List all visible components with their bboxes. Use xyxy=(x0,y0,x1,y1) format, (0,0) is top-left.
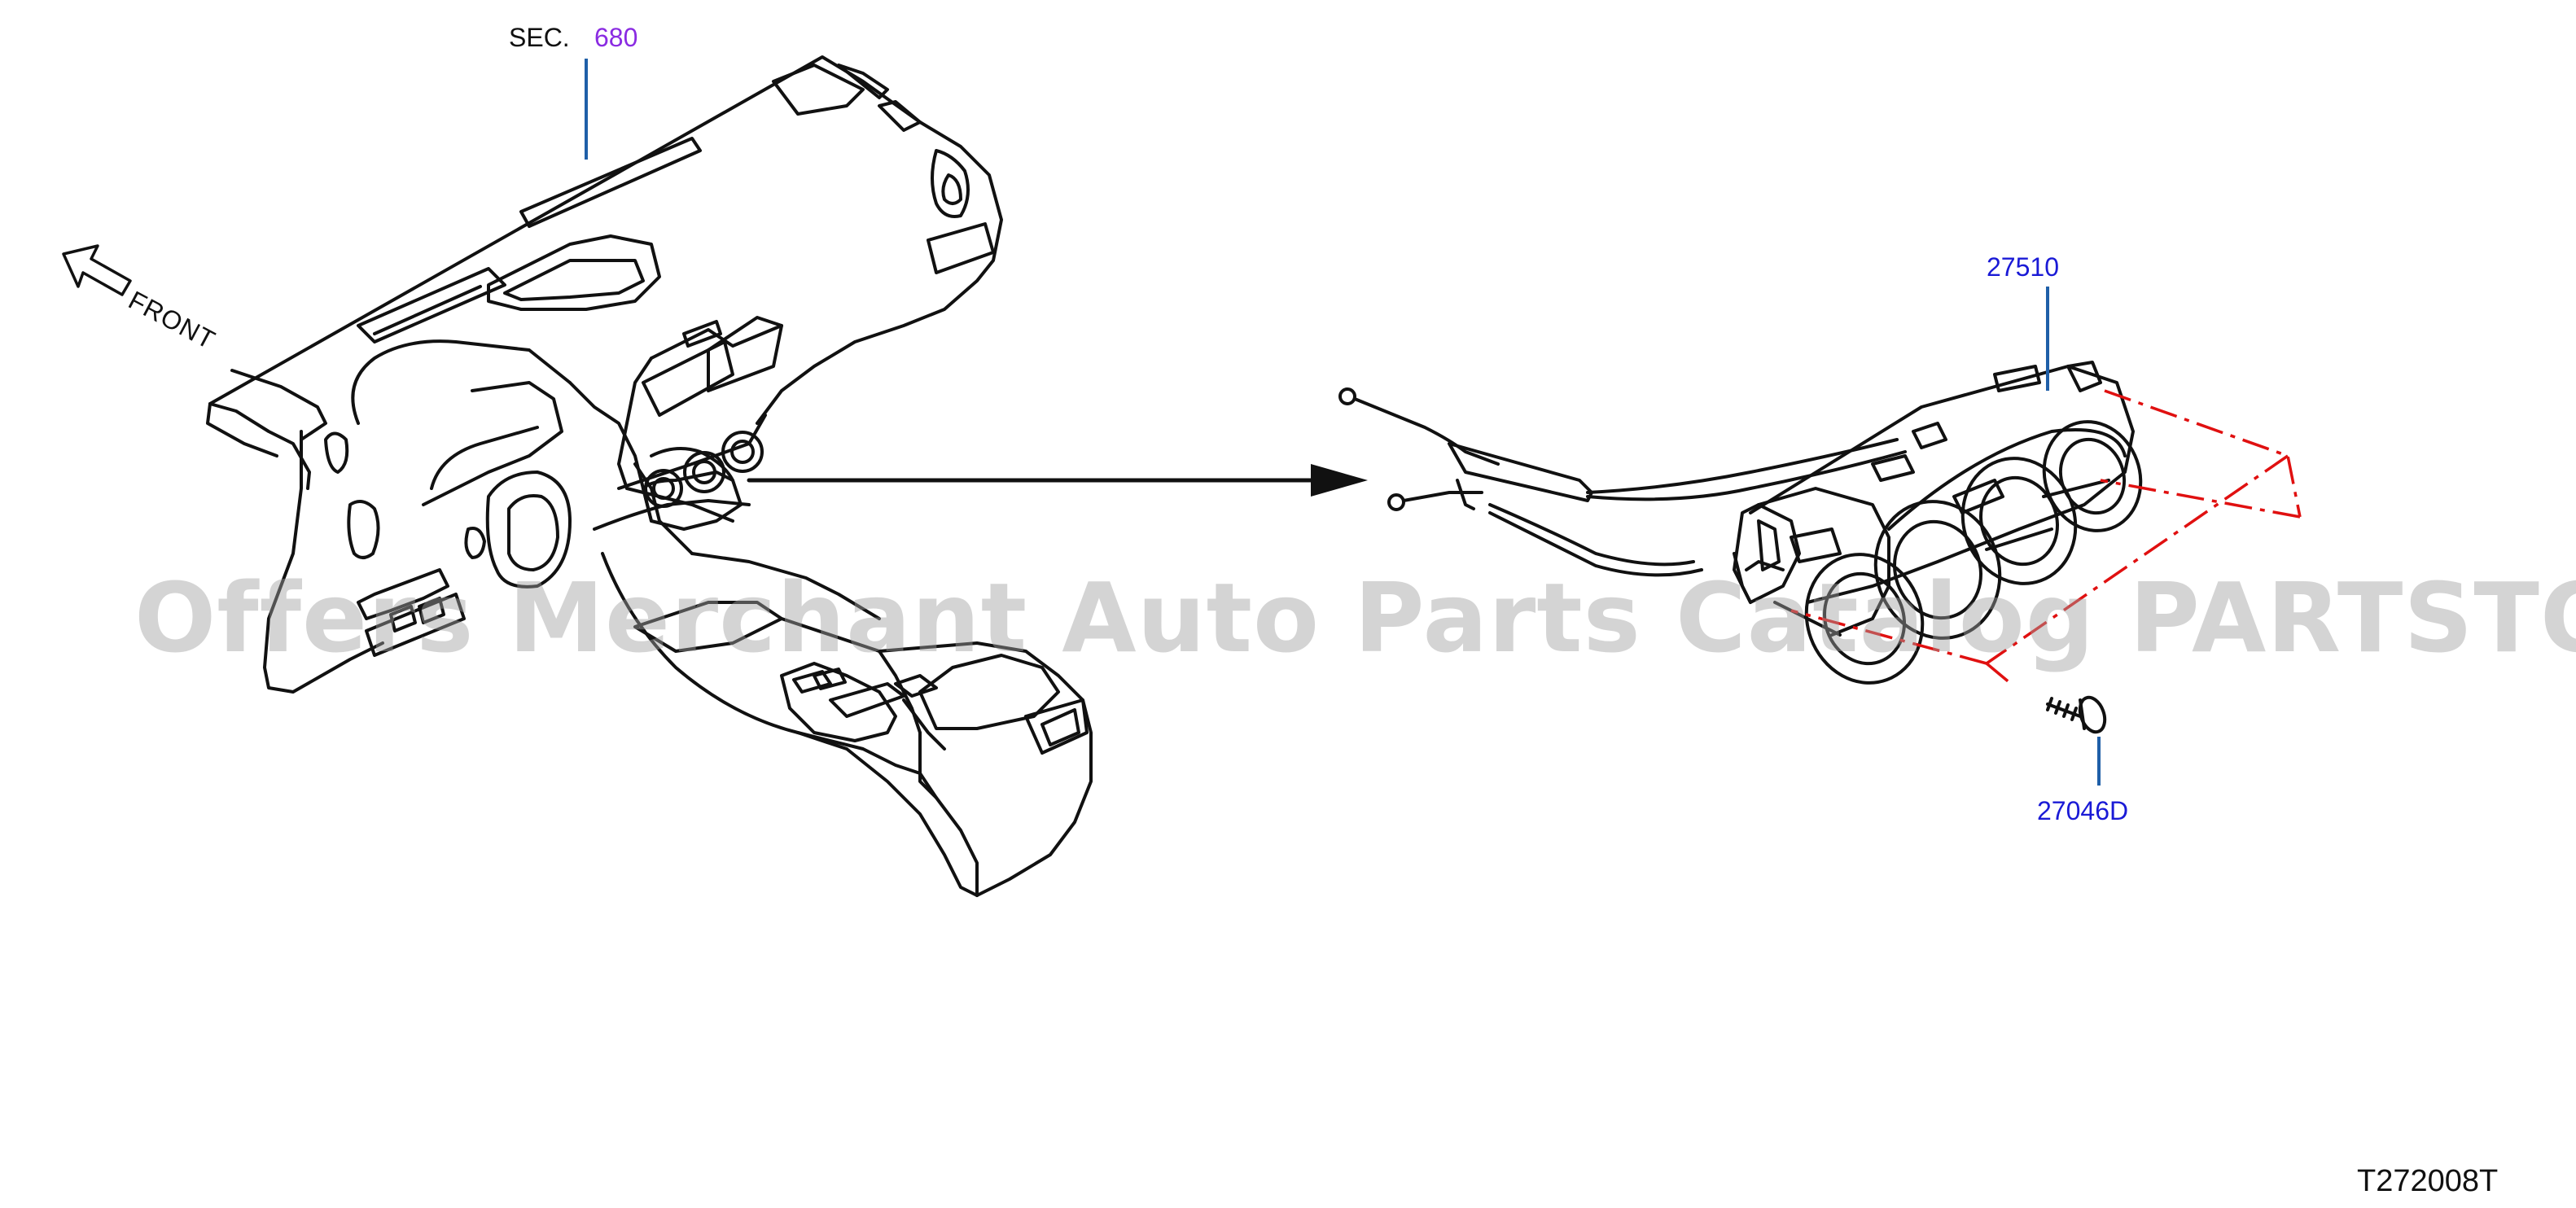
front-direction-arrow xyxy=(62,244,132,296)
heater-control-assembly-drawing xyxy=(1338,361,2143,685)
screw-drawing xyxy=(2046,695,2107,734)
callout-leader-lines xyxy=(585,59,2101,786)
section-reference-prefix: SEC. xyxy=(509,23,570,52)
detail-pointer-arrow xyxy=(747,464,1368,497)
callout-27046d[interactable]: 27046D xyxy=(2037,796,2129,825)
watermark-text: Offers Merchant Auto Parts Catalog PARTS… xyxy=(134,562,2576,674)
callout-27510[interactable]: 27510 xyxy=(1987,252,2059,282)
drawing-code: T272008T xyxy=(2357,1164,2499,1198)
instrument-panel-drawing xyxy=(206,55,1093,897)
installation-phantom-lines xyxy=(1790,389,2302,685)
section-reference-link[interactable]: 680 xyxy=(594,23,638,52)
